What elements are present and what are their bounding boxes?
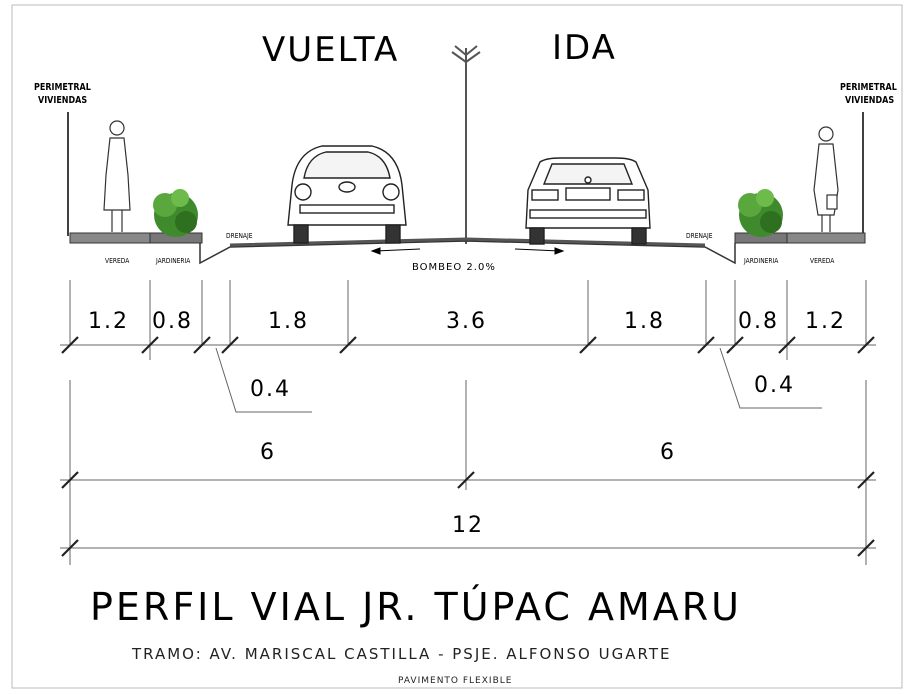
dimension-lines: [60, 280, 876, 565]
drawing-title: PERFIL VIAL JR. TÚPAC AMARU: [90, 585, 742, 629]
dim-jardineria-left: 0.8: [152, 309, 193, 334]
pedestrian-right-icon: [813, 126, 839, 232]
dim-drain-left: 0.4: [250, 377, 291, 402]
drawing-subtitle: TRAMO: AV. MARISCAL CASTILLA - PSJE. ALF…: [132, 645, 672, 663]
shrub-right-icon: [738, 189, 783, 237]
sidewalk-left: [69, 232, 151, 244]
bombeo-arrows: [370, 247, 565, 255]
dim-drain-right: 0.4: [754, 373, 795, 398]
dim-lane-left: 1.8: [268, 309, 309, 334]
car-left-icon: [287, 145, 407, 244]
dim-lane-right: 1.8: [624, 309, 665, 334]
perimetral-left-label-1: PERIMETRAL: [34, 82, 91, 93]
drawing-footnote: PAVIMENTO FLEXIBLE: [398, 676, 513, 686]
dim-half-left: 6: [260, 440, 276, 465]
sidewalk-right: [786, 232, 866, 244]
bombeo-label: BOMBEO 2.0%: [412, 262, 496, 273]
direction-vuelta: VUELTA: [262, 30, 400, 70]
road-surface: [199, 237, 736, 265]
dim-vereda-left: 1.2: [88, 309, 129, 334]
dim-total: 12: [452, 513, 484, 538]
car-right-icon: [525, 157, 651, 245]
dim-jardineria-right: 0.8: [738, 309, 779, 334]
perimetral-right-label-1: PERIMETRAL: [840, 82, 897, 93]
shrub-left-icon: [153, 189, 198, 237]
dim-half-right: 6: [660, 440, 676, 465]
drenaje-right-label: DRENAJE: [686, 232, 713, 240]
pedestrian-left-icon: [103, 120, 131, 232]
jardineria-left-label: JARDINERIA: [156, 257, 191, 265]
lamp-post-icon: [451, 45, 481, 244]
perimetral-left-label-2: VIVIENDAS: [38, 95, 88, 106]
perimetral-right-label-2: VIVIENDAS: [845, 95, 895, 106]
dimension-ticks: [61, 336, 875, 557]
vereda-left-label: VEREDA: [105, 257, 130, 265]
direction-ida: IDA: [552, 28, 617, 68]
vereda-right-label: VEREDA: [810, 257, 835, 265]
jardineria-right-label: JARDINERIA: [744, 257, 779, 265]
dim-center: 3.6: [446, 309, 487, 334]
border: [11, 4, 903, 689]
drenaje-left-label: DRENAJE: [226, 232, 253, 240]
dim-vereda-right: 1.2: [805, 309, 846, 334]
